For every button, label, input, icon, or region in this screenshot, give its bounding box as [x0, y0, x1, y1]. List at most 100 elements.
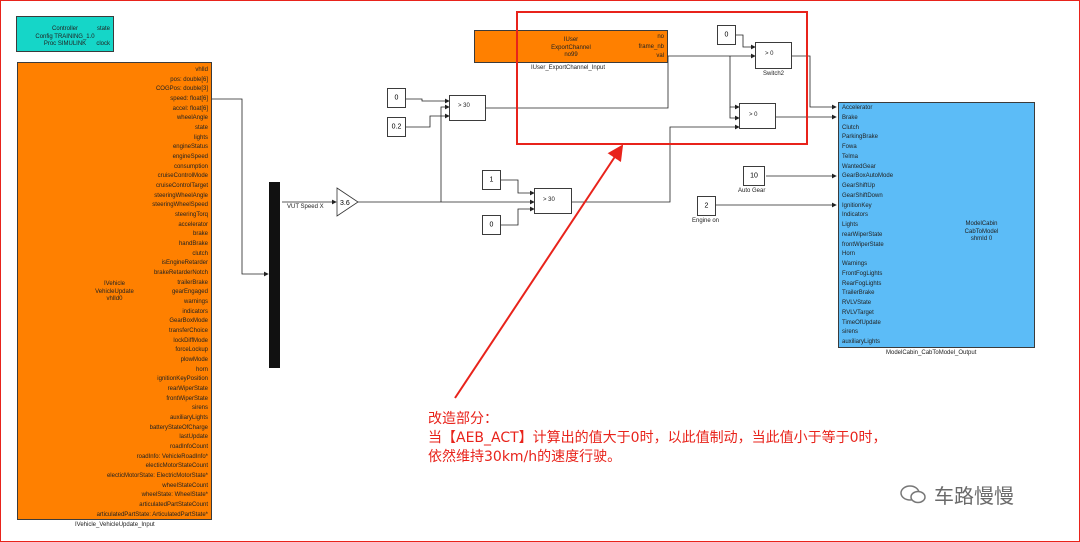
ivehicle-port: lights — [193, 134, 208, 141]
ivehicle-port: brake — [192, 231, 208, 238]
ivehicle-port: sirens — [191, 405, 208, 412]
modelcabin-port: Telma — [842, 153, 859, 160]
ivehicle-port: indicators — [182, 308, 208, 315]
modelcabin-port: TimeOfUpdate — [842, 319, 881, 326]
modelcabin-port: Brake — [842, 114, 858, 121]
ivehicle-port: roadInfo: VehicleRoadInfo* — [136, 453, 208, 460]
iuser-caption: IUser_ExportChannel_Input — [531, 65, 606, 71]
ivehicle-port: rearWiperState — [167, 386, 208, 393]
ivehicle-port: roadInfoCount — [169, 444, 208, 451]
ivehicle-port: isEngineRetarder — [161, 260, 208, 267]
ivehicle-port: trailerBrake — [177, 279, 208, 286]
gain-block[interactable]: 3.6 — [336, 187, 360, 217]
iuser-port: frame_nb — [638, 43, 664, 50]
ivehicle-port: ignitionKeyPosition — [157, 376, 208, 383]
modelcabin-port: GearShiftDown — [842, 192, 883, 199]
ivehicle-port: engineSpeed — [172, 154, 208, 161]
ivehicle-port: batteryStateOfCharge — [149, 424, 208, 431]
ivehicle-port: engineStatus — [172, 144, 208, 151]
ivehicle-port: plowMode — [180, 357, 208, 364]
ivehicle-port: wheelStateCount — [162, 482, 208, 489]
const-0-2[interactable]: 0.2 — [387, 117, 406, 137]
gain-value: 3.6 — [340, 200, 350, 207]
const-0-top-left[interactable]: 0 — [387, 88, 406, 108]
ivehicle-port: steeringWheelSpeed — [152, 202, 208, 209]
auto-gear-caption: Auto Gear — [738, 188, 766, 194]
modelcabin-port: WantedGear — [842, 163, 876, 170]
const-1[interactable]: 1 — [482, 170, 501, 190]
ivehicle-port: electicMotorStateCount — [145, 463, 208, 470]
ivehicle-label: IVehicle VehicleUpdate vhlId0 — [95, 281, 134, 302]
iuser-port: no — [657, 34, 664, 40]
annotation-line-1: 改造部分： — [428, 411, 498, 427]
watermark-text: 车路慢慢 — [934, 484, 1014, 508]
ivehicle-port: clutch — [192, 250, 208, 257]
modelcabin-port: TrailerBrake — [842, 290, 875, 297]
modified-region-highlight — [516, 11, 808, 145]
ivehicle-port: brakeRetarderNotch — [153, 270, 208, 277]
ivehicle-port: horn — [195, 366, 208, 373]
modelcabin-port: Indicators — [842, 212, 869, 219]
modelcabin-port: Clutch — [842, 124, 860, 131]
ivehicle-port: electicMotorState: ElectricMotorState* — [106, 473, 208, 480]
modelcabin-port: GearShiftUp — [842, 183, 876, 189]
controller-port-state: state — [96, 26, 110, 32]
engine-on-caption: Engine on — [692, 218, 720, 224]
ivehicle-port: cruiseControlTarget — [155, 183, 208, 190]
modelcabin-port: Warnings — [842, 261, 868, 267]
switch2[interactable]: > 0 — [755, 42, 792, 69]
iuser-label: IUser ExportChannel no99 — [551, 37, 591, 58]
controller-block[interactable]: Controller Config TRAINING_1.0 Proc SIMU… — [16, 16, 114, 52]
ivehicle-port: gearEngaged — [171, 289, 208, 296]
ivehicle-block[interactable]: IVehicle VehicleUpdate vhlId0 vhlId pos: … — [17, 62, 212, 520]
modelcabin-port: FrontFogLights — [842, 270, 883, 277]
ivehicle-port: articulatedPartState: ArticulatedPartSta… — [96, 511, 208, 518]
ivehicle-port: accel: float[6] — [172, 105, 208, 112]
modelcabin-port: Fowa — [842, 144, 857, 150]
switch-speed-30-bottom[interactable]: > 30 — [534, 188, 572, 214]
const-0-switch2[interactable]: 0 — [717, 25, 736, 45]
modelcabin-port: IgnitionKey — [842, 202, 872, 209]
ivehicle-port: handBrake — [178, 241, 208, 248]
switch-speed-30-top[interactable]: > 30 — [449, 95, 486, 121]
ivehicle-port: auxiliaryLights — [169, 415, 208, 422]
ivehicle-port: warnings — [183, 299, 208, 306]
modelcabin-port: Horn — [842, 251, 856, 258]
ivehicle-port: cruiseControlMode — [157, 173, 208, 180]
ivehicle-port: consumption — [173, 163, 208, 170]
modelcabin-port: RVLVTarget — [842, 309, 874, 316]
modelcabin-port: RearFogLights — [842, 280, 882, 287]
ivehicle-caption: IVehicle_VehicleUpdate_Input — [75, 522, 155, 528]
modelcabin-port: RVLVState — [842, 300, 872, 306]
ivehicle-port: GearBoxMode — [169, 318, 208, 325]
modelcabin-port: Lights — [842, 222, 859, 228]
annotation-line-2: 当【AEB_ACT】计算出的值大于0时，以此值制动，当此值小于等于0时， — [428, 430, 887, 446]
modelcabin-port: GearBoxAutoMode — [842, 173, 894, 180]
ivehicle-port: wheelState: WheelState* — [141, 492, 208, 499]
ivehicle-port: speed: float[6] — [170, 96, 208, 102]
modelcabin-port: sirens — [842, 329, 859, 336]
modelcabin-port: Accelerator — [842, 105, 873, 111]
bus-selector[interactable] — [269, 182, 280, 368]
modelcabin-port: ParkingBrake — [842, 134, 879, 141]
ivehicle-port: lockDiffMode — [173, 337, 208, 344]
annotation-line-3: 依然维持30km/h的速度行驶。 — [428, 449, 622, 465]
ivehicle-port: articulatedPartStateCount — [139, 502, 208, 509]
modelcabin-label: ModelCabin CabToModel shmId 0 — [964, 221, 999, 242]
ivehicle-port: vhlId — [195, 67, 208, 73]
ivehicle-port: pos: double[6] — [170, 76, 208, 83]
ivehicle-port: steeringTorq — [174, 212, 208, 219]
const-engine-on[interactable]: 2 — [697, 196, 716, 216]
modelcabin-port: frontWiperState — [842, 241, 884, 248]
switch-brake[interactable]: > 0 — [739, 103, 776, 129]
ivehicle-port: lastUpdate — [179, 434, 208, 441]
ivehicle-port: state — [194, 125, 208, 132]
const-auto-gear[interactable]: 10 — [743, 166, 765, 186]
iuser-port: val — [656, 53, 664, 59]
ivehicle-port: steeringWheelAngle — [154, 192, 208, 199]
const-0-lower[interactable]: 0 — [482, 215, 501, 235]
modelcabin-block[interactable]: ModelCabin CabToModel shmId 0 Accelerato… — [838, 102, 1035, 348]
ivehicle-port: accelerator — [178, 221, 208, 228]
modelcabin-caption: ModelCabin_CabToModel_Output — [886, 350, 977, 356]
